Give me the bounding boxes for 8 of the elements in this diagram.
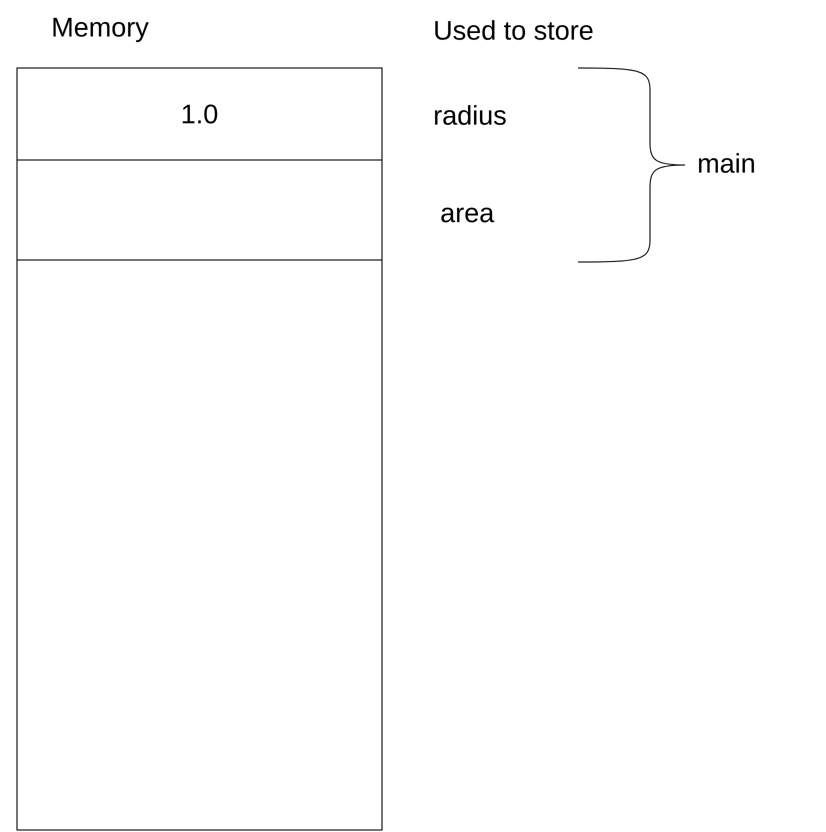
memory-cell [16,260,382,830]
label: Used to store [435,20,593,40]
memory-cell [16,160,382,260]
label: main [698,153,754,173]
label: area [441,208,494,222]
memory-cell: 1.0 [16,68,382,160]
label: radius [434,105,506,125]
label: Memory [53,18,149,42]
